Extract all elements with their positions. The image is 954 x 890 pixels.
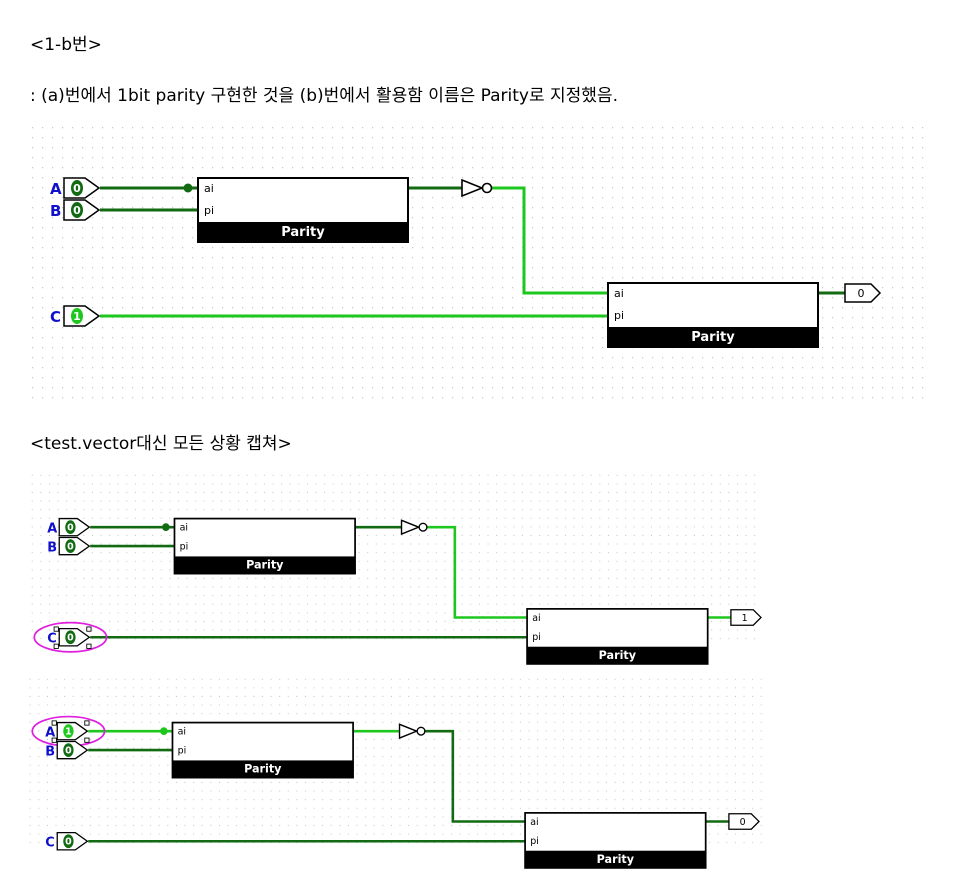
parity-title: Parity: [281, 225, 325, 240]
input-value-c: 1: [73, 310, 81, 323]
input-pin-c: 1C: [50, 305, 101, 327]
input-pin-c: 0C: [33, 621, 108, 653]
input-pin-a: 0A: [50, 177, 101, 199]
pin-pi: pi: [532, 632, 541, 643]
input-value-a: 1: [65, 727, 72, 738]
input-pin-c: 0C: [45, 832, 89, 851]
pin-ai: ai: [180, 523, 188, 534]
junction-dot: [162, 523, 170, 532]
input-pin-a: 0A: [47, 517, 91, 537]
input-value-c: 0: [67, 633, 74, 644]
wires: [90, 523, 731, 639]
input-pin-b: 0B: [45, 740, 89, 760]
output-pin: 0: [728, 813, 760, 830]
parity-title: Parity: [691, 330, 735, 345]
parity-title: Parity: [597, 853, 635, 866]
pin-pi: pi: [530, 836, 539, 847]
input-value-a: 0: [73, 182, 81, 195]
input-label-c: C: [50, 308, 61, 326]
input-label-b: B: [47, 540, 57, 555]
pin-pi: pi: [204, 204, 214, 217]
pin-ai: ai: [530, 817, 538, 828]
input-value-c: 0: [65, 837, 72, 848]
selection-handle: [86, 643, 92, 649]
input-label-a: A: [45, 725, 55, 740]
selection-handle: [84, 720, 90, 726]
description-text: : (a)번에서 1bit parity 구현한 것을 (b)번에서 활용함 이…: [30, 86, 618, 106]
capture-title: <test.vector대신 모든 상황 캡쳐>: [30, 434, 292, 454]
wire-not-out: [492, 186, 608, 295]
input-label-a: A: [50, 180, 62, 198]
not-gate: [398, 723, 426, 740]
input-pin-b: 0B: [47, 536, 91, 556]
pin-pi: pi: [614, 309, 624, 322]
not-gate: [461, 178, 493, 198]
junction-dot: [160, 727, 168, 736]
output-pin: 0: [844, 283, 882, 303]
not-gate: [400, 519, 428, 536]
input-value-b: 0: [67, 542, 74, 553]
input-label-c: C: [47, 631, 56, 646]
selection-handle: [53, 643, 59, 649]
output-value: 1: [742, 613, 748, 624]
pin-pi: pi: [180, 542, 189, 553]
parity-title: Parity: [246, 558, 284, 571]
selection-handle: [53, 626, 59, 632]
input-label-c: C: [45, 835, 54, 850]
wires: [100, 183, 845, 318]
wires: [88, 727, 729, 843]
input-value-b: 0: [73, 204, 81, 217]
selection-handle: [86, 626, 92, 632]
wire-not-out: [427, 525, 528, 619]
input-label-b: B: [50, 202, 61, 220]
pin-ai: ai: [532, 613, 540, 624]
wire-not-out: [425, 729, 526, 823]
input-label-b: B: [45, 744, 55, 759]
output-value: 0: [858, 287, 865, 300]
input-label-a: A: [47, 521, 57, 536]
selection-ellipse: [33, 621, 108, 653]
output-pin: 1: [730, 609, 762, 626]
selection-handle: [84, 737, 90, 743]
input-value-a: 0: [67, 523, 74, 534]
input-pin-b: 0B: [50, 199, 101, 221]
input-value-b: 0: [65, 746, 72, 757]
parity-title: Parity: [599, 649, 637, 662]
pin-pi: pi: [178, 746, 187, 757]
pin-ai: ai: [178, 727, 186, 738]
parity-title: Parity: [244, 762, 282, 775]
selection-handle: [51, 720, 57, 726]
junction-dot: [183, 183, 193, 193]
output-value: 0: [740, 817, 746, 828]
pin-ai: ai: [204, 182, 214, 195]
section-title: <1-b번>: [30, 35, 102, 55]
selection-handle: [51, 737, 57, 743]
pin-ai: ai: [614, 287, 624, 300]
grid-dots: [32, 127, 924, 399]
